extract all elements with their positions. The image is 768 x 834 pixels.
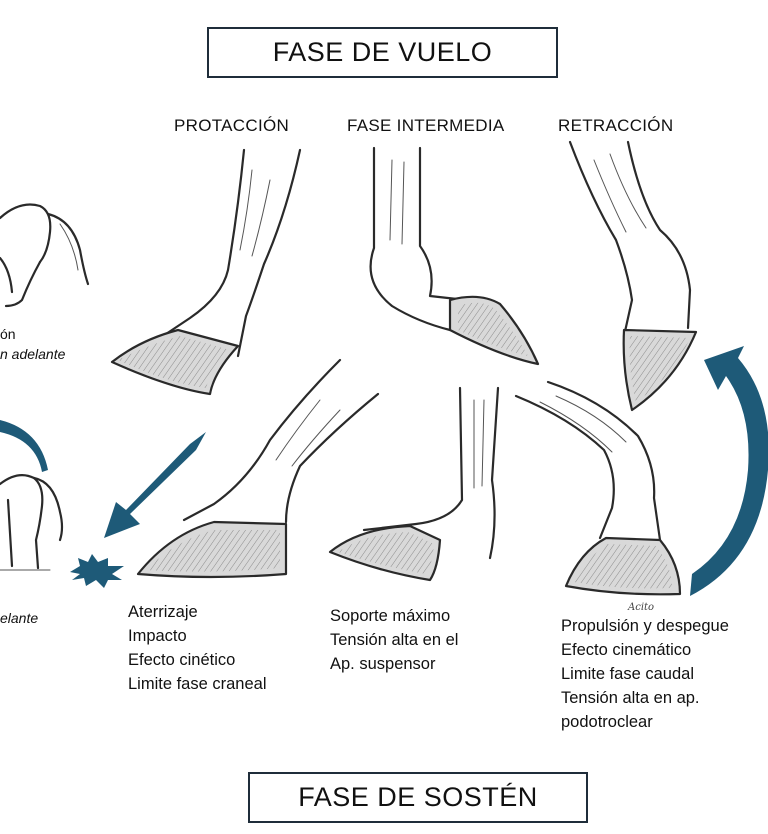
middle-line: Soporte máximo [330, 607, 451, 625]
propulsion-line: Tensión alta en ap. [561, 689, 700, 707]
propulsion-line: Limite fase caudal [561, 665, 694, 683]
hoof-middle-support [328, 386, 500, 582]
landing-line: Efecto cinético [128, 651, 236, 669]
middle-line: Ap. suspensor [330, 655, 436, 673]
landing-line: Limite fase craneal [128, 675, 267, 693]
support-phase-title: FASE DE SOSTÉN [248, 772, 588, 823]
cropped-caption-1: ón [0, 326, 16, 342]
column-header-retraction: RETRACCIÓN [558, 116, 674, 135]
artist-signature: Acito [627, 602, 654, 613]
propulsion-description: Propulsión y despegue Efecto cinemático … [561, 614, 729, 734]
middle-line: Tensión alta en el [330, 631, 459, 649]
column-header-intermediate: FASE INTERMEDIA [347, 116, 505, 135]
cropped-caption-2: n adelante [0, 346, 66, 362]
propulsion-line: Efecto cinemático [561, 641, 692, 659]
flight-phase-title: FASE DE VUELO [207, 27, 558, 78]
landing-arrow-icon [104, 432, 206, 538]
hoof-propulsion-support: Acito [514, 380, 682, 613]
hoof-protraction-flight [110, 148, 302, 396]
cycle-arrow-icon [690, 346, 768, 596]
column-header-protraction: PROTACCIÓN [174, 116, 290, 135]
cycle-arrow-fragment-icon [0, 420, 48, 472]
horse-sketch-lower [0, 473, 64, 571]
hoof-retraction-flight [568, 140, 698, 412]
horse-sketch-upper [0, 203, 90, 308]
propulsion-line: Propulsión y despegue [561, 617, 729, 635]
landing-line: Impacto [128, 627, 187, 645]
middle-support-description: Soporte máximo Tensión alta en el Ap. su… [330, 604, 458, 676]
hoof-intermediate-flight [369, 146, 540, 366]
landing-description: Aterrizaje Impacto Efecto cinético Limit… [128, 600, 267, 696]
cropped-caption-3: elante [0, 610, 39, 626]
propulsion-line: podotroclear [561, 713, 653, 731]
impact-burst-icon [70, 554, 124, 588]
landing-line: Aterrizaje [128, 603, 198, 621]
hoof-landing-support [136, 358, 380, 579]
